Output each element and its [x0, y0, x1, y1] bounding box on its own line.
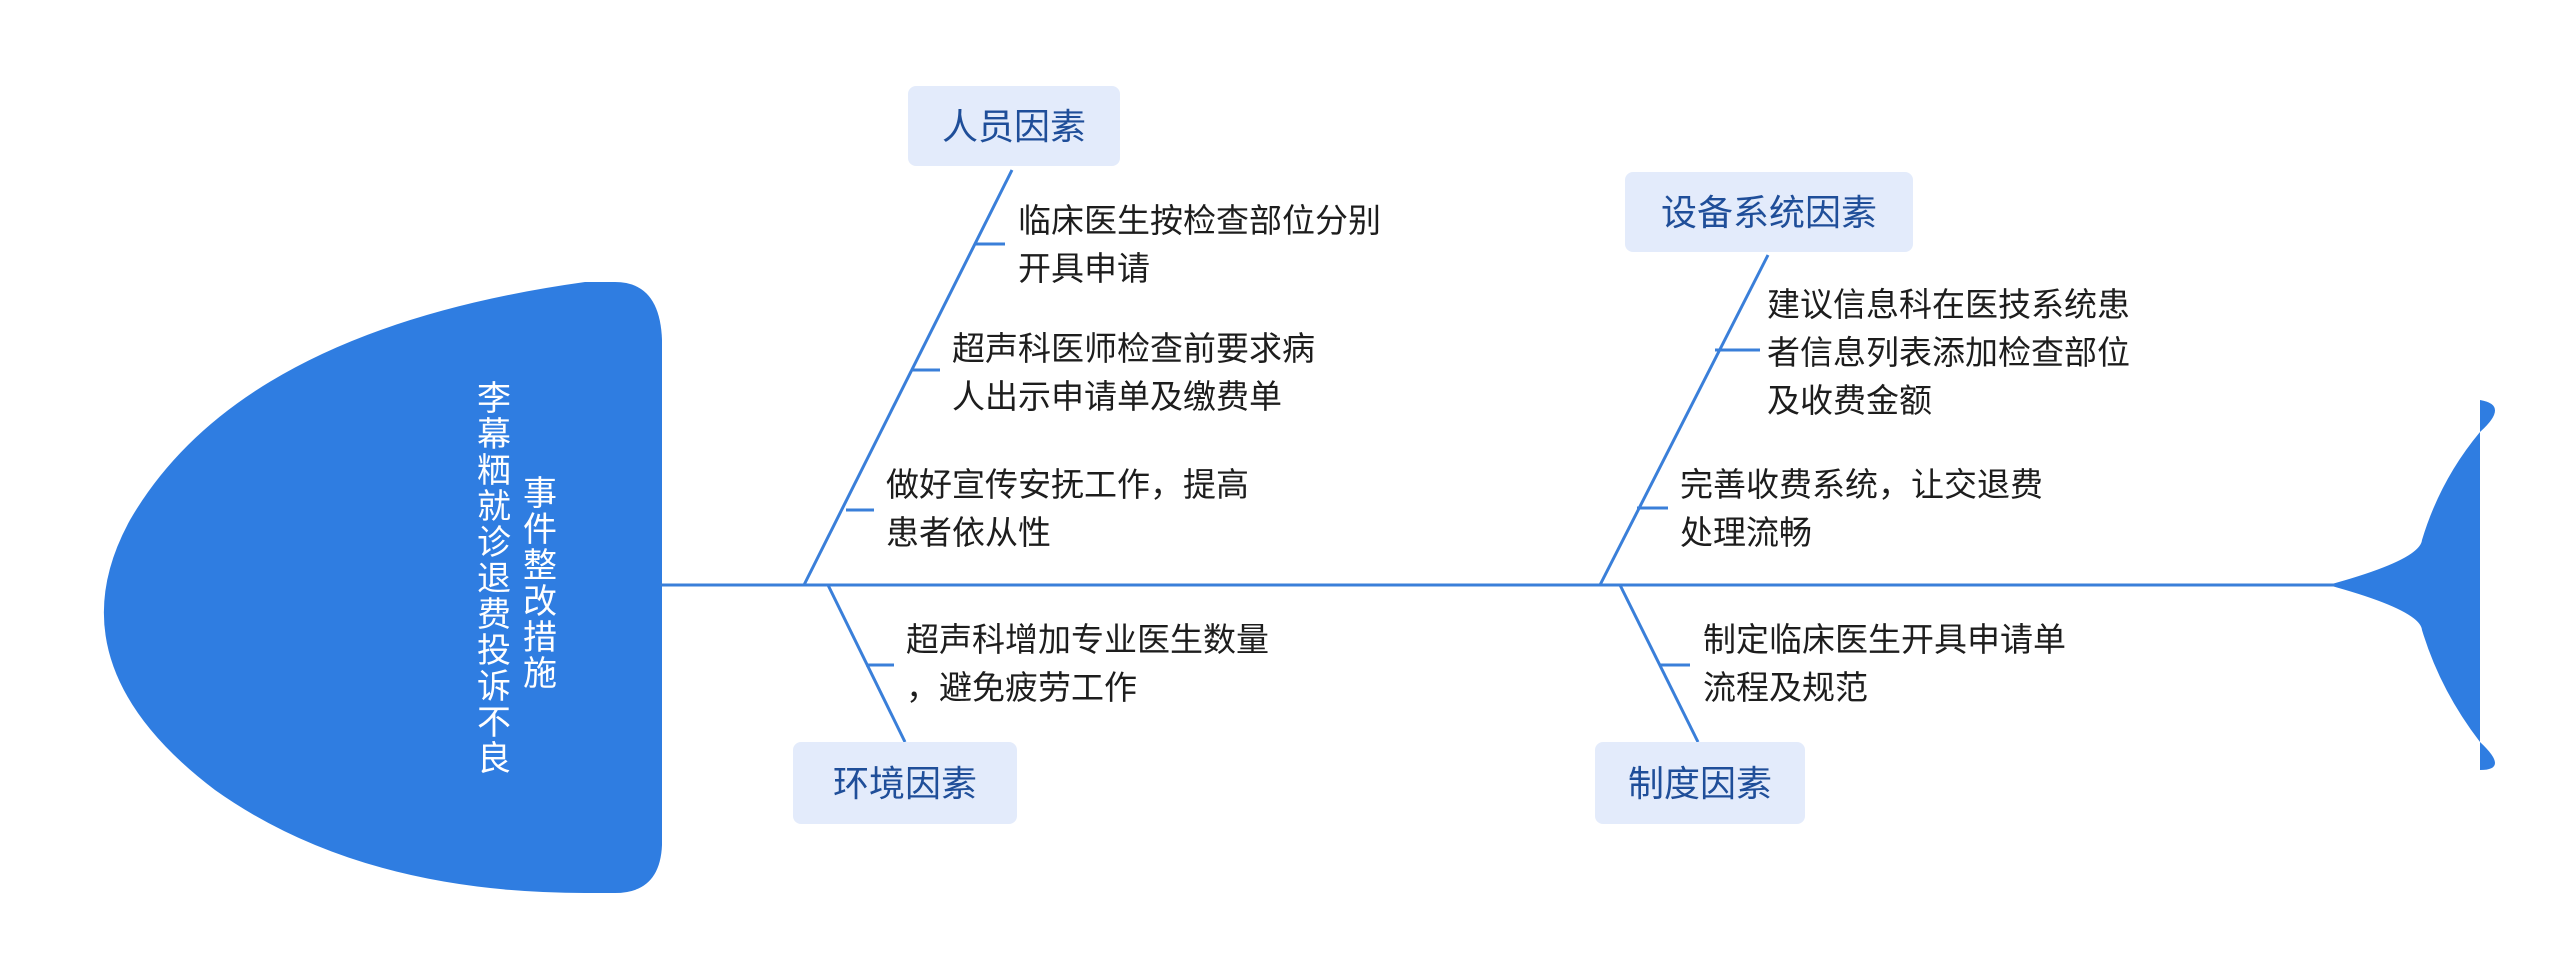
title-col-1-char: 诊	[477, 523, 511, 563]
category-equipment: 设备系统因素	[1625, 172, 1913, 252]
leaf-line: 人出示申请单及缴费单	[952, 377, 1282, 416]
bone-system	[1618, 584, 1700, 743]
leaf-line: 超声科增加专业医生数量	[906, 620, 1269, 659]
leaf-equipment-1: 建议信息科在医技系统患 者信息列表添加检查部位 及收费金额	[1767, 285, 2130, 420]
title-col-2-char: 施	[523, 654, 557, 694]
head-title: 李 幕 粞 就 诊 退 费 投 诉 不 良 事 件 整 改 措 施	[477, 379, 557, 779]
leaf-people-1: 临床医生按检查部位分别 开具申请	[1018, 201, 1381, 288]
leaf-line: 开具申请	[1018, 249, 1150, 288]
category-box	[1595, 742, 1805, 824]
bone-equipment	[1598, 254, 1770, 586]
category-system: 制度因素	[1595, 742, 1805, 824]
title-col-2-char: 整	[523, 546, 557, 586]
leaf-line: 超声科医师检查前要求病	[952, 329, 1315, 368]
leaf-environment-1: 超声科增加专业医生数量 ，避免疲劳工作	[906, 620, 1269, 707]
leaf-line: 建议信息科在医技系统患	[1767, 285, 2130, 324]
leaf-equipment-2: 完善收费系统，让交退费 处理流畅	[1680, 465, 2043, 552]
leaf-line: 处理流畅	[1680, 513, 1812, 552]
title-col-1-char: 不	[477, 703, 511, 743]
leaf-line: 患者依从性	[886, 513, 1051, 552]
title-col-1-char: 李	[477, 379, 511, 419]
leaf-line: 完善收费系统，让交退费	[1680, 465, 2043, 504]
title-col-2-char: 改	[523, 582, 557, 622]
title-col-2-char: 措	[523, 618, 557, 658]
leaf-people-3: 做好宣传安抚工作，提高 患者依从性	[886, 465, 1249, 552]
leaf-line: 做好宣传安抚工作，提高	[886, 465, 1249, 504]
category-label: 环境因素	[833, 764, 977, 805]
title-col-2-char: 事	[523, 474, 557, 514]
leaf-people-2: 超声科医师检查前要求病 人出示申请单及缴费单	[952, 329, 1315, 416]
leaf-line: 临床医生按检查部位分别	[1018, 201, 1381, 240]
category-people: 人员因素	[908, 86, 1120, 166]
category-box	[793, 742, 1017, 824]
category-label: 设备系统因素	[1661, 193, 1877, 234]
title-col-1-char: 投	[477, 631, 511, 671]
leaf-line: 制定临床医生开具申请单	[1703, 620, 2066, 659]
category-label: 制度因素	[1628, 764, 1772, 805]
bone-people	[802, 169, 1014, 586]
category-environment: 环境因素	[793, 742, 1017, 824]
leaf-line: 流程及规范	[1703, 668, 1868, 707]
title-col-1-char: 粞	[477, 451, 511, 491]
category-box	[1625, 172, 1913, 252]
title-col-1-char: 诉	[477, 667, 511, 707]
leaf-line: 者信息列表添加检查部位	[1767, 333, 2130, 372]
title-col-1-char: 就	[477, 487, 511, 527]
category-box	[908, 86, 1120, 166]
title-col-2-char: 件	[523, 510, 557, 550]
title-col-1-char: 良	[477, 739, 511, 779]
leaf-system-1: 制定临床医生开具申请单 流程及规范	[1703, 620, 2066, 707]
leaf-line: 及收费金额	[1767, 381, 1932, 420]
title-col-1-char: 幕	[477, 415, 511, 455]
fish-head	[103, 282, 662, 893]
fish-tail	[2328, 400, 2495, 770]
title-col-1-char: 退	[477, 559, 511, 599]
leaf-line: ，避免疲劳工作	[906, 668, 1137, 707]
title-col-1-char: 费	[477, 595, 511, 635]
category-label: 人员因素	[942, 107, 1086, 148]
